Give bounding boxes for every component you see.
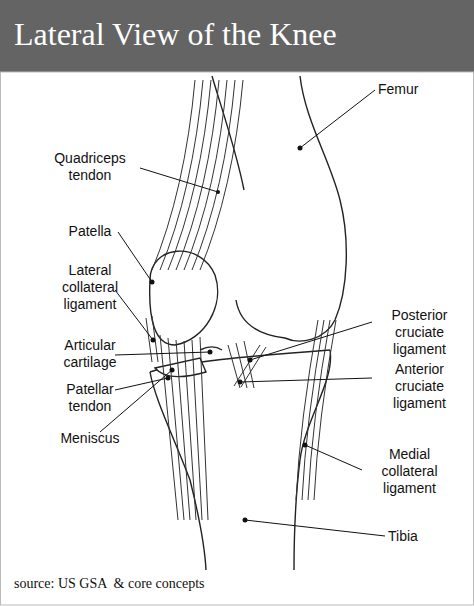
tibia-outline	[294, 350, 331, 570]
leader-dot	[170, 368, 175, 373]
quadriceps-fiber	[200, 80, 243, 270]
leader-line	[250, 322, 372, 360]
leader-dot	[166, 376, 171, 381]
mcl-fiber	[302, 320, 324, 500]
part-label: Femur	[378, 81, 448, 98]
patellar-tendon-fiber	[192, 340, 202, 520]
patellar-tendon-fiber	[200, 337, 208, 520]
part-label: Posterior cruciate ligament	[372, 307, 467, 358]
cruciate-fiber	[244, 341, 254, 388]
mcl-fiber	[296, 320, 318, 500]
frame	[1, 72, 474, 605]
part-label: Quadriceps tendon	[45, 150, 135, 184]
cruciate-fiber	[236, 343, 247, 388]
patellar-tendon-fiber	[160, 335, 178, 520]
leader-dot	[238, 380, 243, 385]
part-label: Lateral collateral ligament	[45, 262, 135, 313]
cruciate-fiber	[234, 345, 260, 386]
femur-condyle	[236, 300, 285, 338]
articular-cartilage	[200, 347, 222, 350]
part-label: Patellar tendon	[45, 381, 135, 415]
leader-dot	[248, 358, 253, 363]
leader-dot	[151, 338, 156, 343]
patellar-tendon-fiber	[176, 340, 190, 520]
leader-line	[240, 378, 372, 382]
femur-outline	[285, 76, 346, 341]
patellar-tendon-fiber	[184, 341, 196, 520]
leader-line	[140, 168, 218, 192]
part-label: Articular cartilage	[45, 337, 135, 371]
leader-line	[300, 90, 375, 148]
part-label: Anterior cruciate ligament	[372, 361, 467, 412]
diagram-title: Lateral View of the Knee	[14, 16, 337, 53]
part-label: Tibia	[388, 528, 458, 545]
part-label: Meniscus	[45, 430, 135, 447]
mcl-fiber	[314, 320, 336, 500]
mcl-fiber	[308, 320, 330, 500]
patellar-tendon-fiber	[168, 338, 184, 520]
leader-dot	[243, 518, 248, 523]
leader-line	[115, 352, 210, 355]
leader-dot	[208, 350, 213, 355]
leader-dot	[216, 190, 220, 194]
leader-line	[305, 445, 362, 470]
leader-line	[115, 290, 153, 340]
leader-line	[118, 232, 152, 282]
femur-outline	[212, 76, 244, 190]
leader-dot	[303, 443, 308, 448]
leader-line	[245, 520, 385, 536]
leader-dot	[298, 146, 303, 151]
patella-outline	[150, 251, 218, 345]
tibia-outline	[150, 372, 206, 570]
leader-dot	[150, 280, 155, 285]
source-caption: source: US GSA & core concepts	[14, 576, 205, 592]
part-label: Medial collateral ligament	[362, 446, 457, 497]
part-label: Patella	[45, 223, 135, 240]
